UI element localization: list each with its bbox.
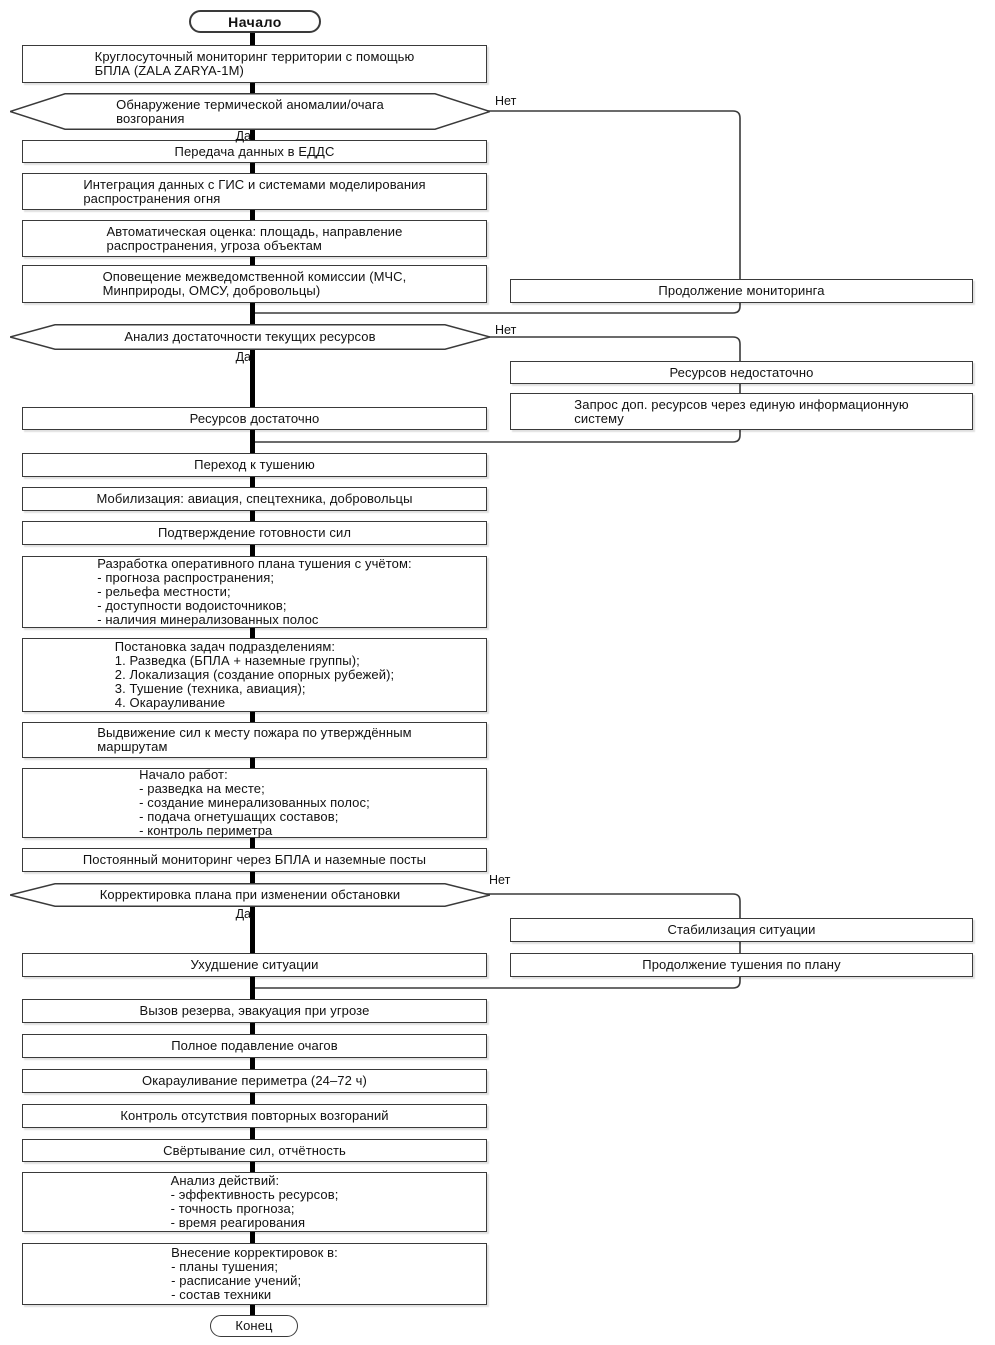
node-notify-commission-text: Оповещение межведомственной комиссии (МЧ… <box>102 269 407 298</box>
node-monitoring: Круглосуточный мониторинг территории с п… <box>22 45 487 83</box>
node-full-suppression: Полное подавление очагов <box>22 1034 487 1058</box>
node-constant-monitoring-text: Постоянный мониторинг через БПЛА и назем… <box>82 852 427 867</box>
no-branch-2-line <box>255 336 741 443</box>
start-terminator: Начало <box>189 10 321 33</box>
node-gis-integration-text: Интеграция данных с ГИС и системами моде… <box>83 176 426 206</box>
edge-label-yes-1: Да <box>235 129 251 143</box>
node-forces-advance: Выдвижение сил к месту пожара по утвержд… <box>22 722 487 758</box>
node-action-analysis: Анализ действий: - эффективность ресурсо… <box>22 1172 487 1232</box>
node-continue-plan-text: Продолжение тушения по плану <box>642 957 841 972</box>
node-transfer-edds-text: Передача данных в ЕДДС <box>174 143 335 159</box>
node-operational-plan: Разработка оперативного плана тушения с … <box>22 556 487 628</box>
node-operational-plan-text: Разработка оперативного плана тушения с … <box>97 556 412 627</box>
node-withdrawal: Свёртывание сил, отчётность <box>22 1139 487 1162</box>
node-gis-integration: Интеграция данных с ГИС и системами моде… <box>22 173 487 210</box>
node-task-assignment-text: Постановка задач подразделениям: 1. Разв… <box>114 639 395 710</box>
node-perimeter-guard-text: Окарауливание периметра (24–72 ч) <box>142 1073 367 1088</box>
edge-label-yes-2: Да <box>235 350 251 364</box>
node-reserve-call-text: Вызов резерва, эвакуация при угрозе <box>139 1003 370 1018</box>
node-request-resources-text: Запрос доп. ресурсов через единую информ… <box>574 396 909 426</box>
node-resources-sufficient-text: Ресурсов достаточно <box>189 410 320 426</box>
node-auto-assessment-text: Автоматическая оценка: площадь, направле… <box>106 223 403 253</box>
node-notify-commission: Оповещение межведомственной комиссии (МЧ… <box>22 265 487 303</box>
node-start-extinguishing: Переход к тушению <box>22 453 487 477</box>
node-worsening-text: Ухудшение ситуации <box>190 957 319 972</box>
node-continue-monitoring: Продолжение мониторинга <box>510 279 973 303</box>
end-label: Конец <box>235 1318 273 1333</box>
decision-detect: Обнаружение термической аномалии/очага в… <box>10 93 490 130</box>
edge-label-yes-3: Да <box>235 907 251 921</box>
node-readiness-confirmation-text: Подтверждение готовности сил <box>157 525 352 540</box>
node-resources-sufficient: Ресурсов достаточно <box>22 407 487 430</box>
decision-adjustment-shape <box>10 883 490 907</box>
decision-detect-text: Обнаружение термической аномалии/очага в… <box>116 96 384 126</box>
node-start-extinguishing-text: Переход к тушению <box>194 457 315 472</box>
no-branch-1-line <box>255 110 741 314</box>
end-terminator: Конец <box>210 1315 298 1337</box>
decision-resources: Анализ достаточности текущих ресурсов <box>10 324 490 350</box>
start-label: Начало <box>228 13 282 30</box>
node-mobilization-text: Мобилизация: авиация, спецтехника, добро… <box>96 491 413 506</box>
node-stabilization: Стабилизация ситуации <box>510 918 973 942</box>
node-continue-plan: Продолжение тушения по плану <box>510 953 973 977</box>
node-auto-assessment: Автоматическая оценка: площадь, направле… <box>22 220 487 257</box>
edge-label-no-3: Нет <box>489 873 511 887</box>
edge-label-no-2: Нет <box>495 323 517 337</box>
decision-detect-shape <box>10 93 490 130</box>
decision-adjustment: Корректировка плана при изменении обстан… <box>10 883 490 907</box>
node-resources-insufficient-text: Ресурсов недостаточно <box>669 364 814 380</box>
node-continue-monitoring-text: Продолжение мониторинга <box>658 283 825 298</box>
node-readiness-confirmation: Подтверждение готовности сил <box>22 521 487 545</box>
node-forces-advance-text: Выдвижение сил к месту пожара по утвержд… <box>97 725 412 754</box>
node-corrections-text: Внесение корректировок в: - планы тушени… <box>171 1245 338 1302</box>
node-monitoring-text: Круглосуточный мониторинг территории с п… <box>94 49 415 78</box>
node-perimeter-guard: Окарауливание периметра (24–72 ч) <box>22 1069 487 1093</box>
node-constant-monitoring: Постоянный мониторинг через БПЛА и назем… <box>22 848 487 872</box>
node-full-suppression-text: Полное подавление очагов <box>171 1038 338 1053</box>
node-reignition-control: Контроль отсутствия повторных возгораний <box>22 1104 487 1128</box>
node-transfer-edds: Передача данных в ЕДДС <box>22 140 487 163</box>
edge-label-no-1: Нет <box>495 94 517 108</box>
decision-adjustment-text: Корректировка плана при изменении обстан… <box>99 887 401 902</box>
node-task-assignment: Постановка задач подразделениям: 1. Разв… <box>22 638 487 712</box>
node-withdrawal-text: Свёртывание сил, отчётность <box>163 1142 346 1158</box>
node-action-analysis-text: Анализ действий: - эффективность ресурсо… <box>170 1173 339 1230</box>
node-work-start-text: Начало работ: - разведка на месте; - соз… <box>139 767 370 838</box>
node-corrections: Внесение корректировок в: - планы тушени… <box>22 1243 487 1305</box>
node-request-resources: Запрос доп. ресурсов через единую информ… <box>510 393 973 430</box>
decision-resources-text: Анализ достаточности текущих ресурсов <box>124 329 376 344</box>
node-reserve-call: Вызов резерва, эвакуация при угрозе <box>22 999 487 1023</box>
node-worsening: Ухудшение ситуации <box>22 953 487 977</box>
decision-resources-shape <box>10 324 490 350</box>
node-stabilization-text: Стабилизация ситуации <box>667 922 816 937</box>
node-mobilization: Мобилизация: авиация, спецтехника, добро… <box>22 487 487 511</box>
node-resources-insufficient: Ресурсов недостаточно <box>510 361 973 384</box>
node-work-start: Начало работ: - разведка на месте; - соз… <box>22 768 487 838</box>
node-reignition-control-text: Контроль отсутствия повторных возгораний <box>120 1108 389 1123</box>
